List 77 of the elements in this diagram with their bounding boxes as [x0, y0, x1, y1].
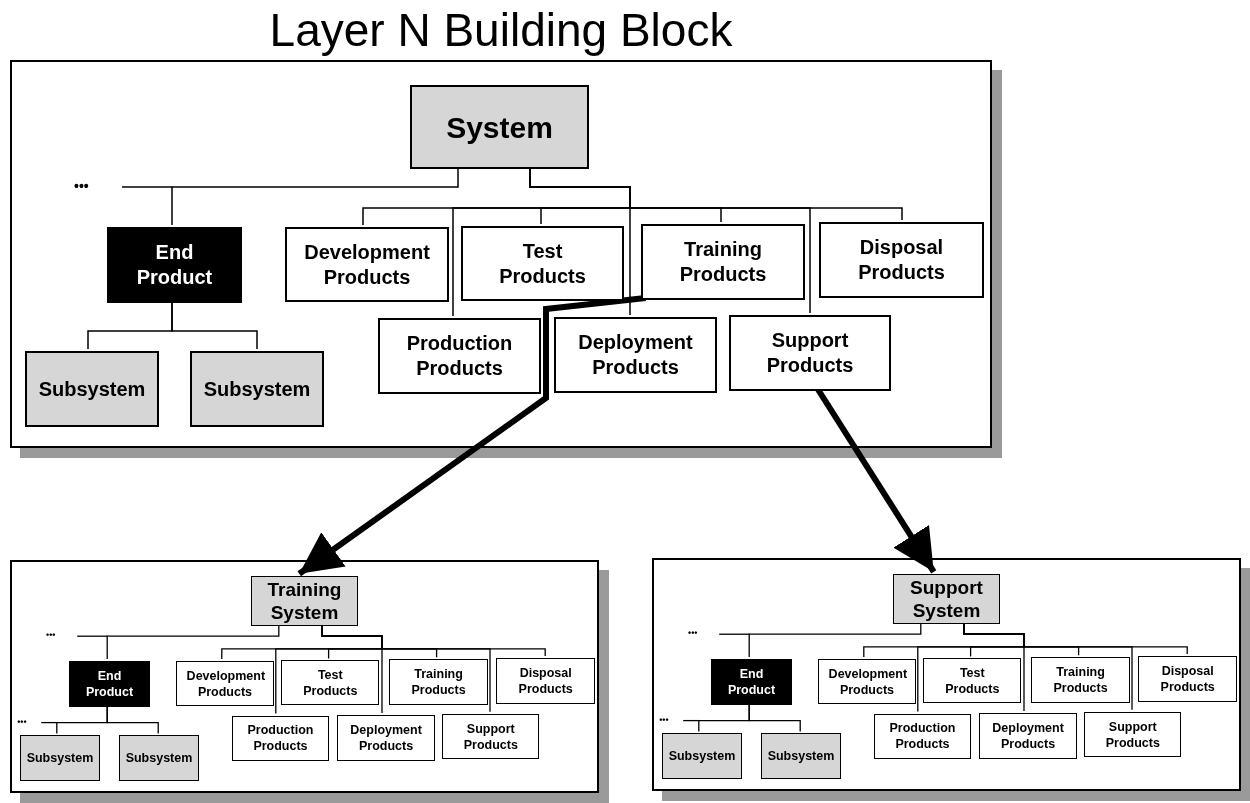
- box-label: System: [446, 109, 553, 146]
- system-box: [250, 575, 359, 627]
- product-box: [281, 660, 380, 706]
- product-box: [1138, 656, 1238, 702]
- ellipsis-mark: •••: [688, 629, 698, 639]
- product-box: [378, 318, 541, 394]
- subsystem-box: [661, 733, 743, 779]
- product-box: [175, 661, 275, 706]
- box-label: Development Products: [186, 667, 264, 700]
- box-label: Subsystem: [26, 750, 94, 767]
- product-box: [873, 713, 972, 760]
- box-label: Deployment Products: [991, 719, 1065, 752]
- box-label: Support Products: [462, 720, 519, 753]
- connector-line: [106, 623, 280, 660]
- connector-line: [748, 621, 922, 658]
- subsystem-box: [760, 733, 842, 779]
- box-label: Development Products: [828, 665, 906, 698]
- end-product-box: [711, 659, 792, 705]
- box-label: Training System: [266, 578, 343, 624]
- end-product-box: [69, 661, 150, 707]
- box-label: Production Products: [405, 331, 514, 381]
- ellipsis-mark: •••: [46, 631, 56, 641]
- product-box: [389, 659, 488, 705]
- box-label: Subsystem: [125, 750, 193, 767]
- subsystem-box: [25, 351, 159, 427]
- connector-line: [171, 166, 459, 226]
- box-label: Production Products: [888, 720, 957, 753]
- product-box: [1084, 711, 1182, 758]
- product-box: [442, 713, 540, 760]
- box-label: Training Products: [1052, 664, 1109, 696]
- ellipsis-mark: •••: [659, 715, 669, 725]
- box-label: Test Products: [498, 238, 587, 289]
- box-label: Support System: [909, 576, 984, 622]
- box-label: Disposal Products: [517, 664, 574, 697]
- thick-arrow: [297, 295, 646, 577]
- connector-line: [171, 300, 258, 350]
- box-label: Training Products: [678, 237, 768, 287]
- product-box: [979, 713, 1077, 759]
- box-label: Disposal Products: [1159, 662, 1216, 695]
- box-label: End Product: [135, 240, 214, 290]
- product-box: [1031, 657, 1130, 703]
- product-box: [461, 226, 624, 301]
- box-label: End Product: [84, 667, 135, 700]
- box-label: Subsystem: [668, 748, 736, 765]
- system-box: [892, 573, 1001, 625]
- box-label: Test Products: [302, 666, 359, 699]
- product-box: [285, 227, 449, 302]
- box-label: Production Products: [246, 722, 315, 755]
- box-label: Subsystem: [38, 376, 146, 402]
- system-box: [410, 85, 589, 169]
- box-label: Development Products: [303, 239, 431, 290]
- box-label: Deployment Products: [349, 721, 423, 754]
- product-box: [496, 658, 596, 704]
- product-box: [729, 315, 891, 391]
- product-box: [337, 715, 435, 761]
- box-label: Subsystem: [767, 748, 835, 765]
- product-box: [819, 222, 984, 298]
- product-box: [923, 658, 1022, 704]
- box-label: Support Products: [1104, 718, 1161, 751]
- box-label: Subsystem: [203, 376, 311, 402]
- subsystem-box: [190, 351, 324, 427]
- product-box: [817, 659, 917, 704]
- product-box: [231, 715, 330, 762]
- end-product-box: [107, 227, 242, 303]
- box-label: Training Products: [410, 666, 467, 698]
- product-box: [641, 224, 805, 300]
- subsystem-box: [118, 735, 200, 781]
- box-label: Support Products: [765, 328, 855, 378]
- product-box: [554, 317, 717, 393]
- diagram-title: Layer N Building Block: [268, 3, 734, 58]
- box-label: Test Products: [944, 664, 1001, 697]
- box-label: End Product: [726, 665, 777, 698]
- box-label: Disposal Products: [857, 235, 946, 285]
- subsystem-box: [19, 735, 101, 781]
- ellipsis-mark: •••: [17, 717, 27, 727]
- box-label: Deployment Products: [577, 330, 694, 380]
- ellipsis-mark: •••: [74, 179, 89, 193]
